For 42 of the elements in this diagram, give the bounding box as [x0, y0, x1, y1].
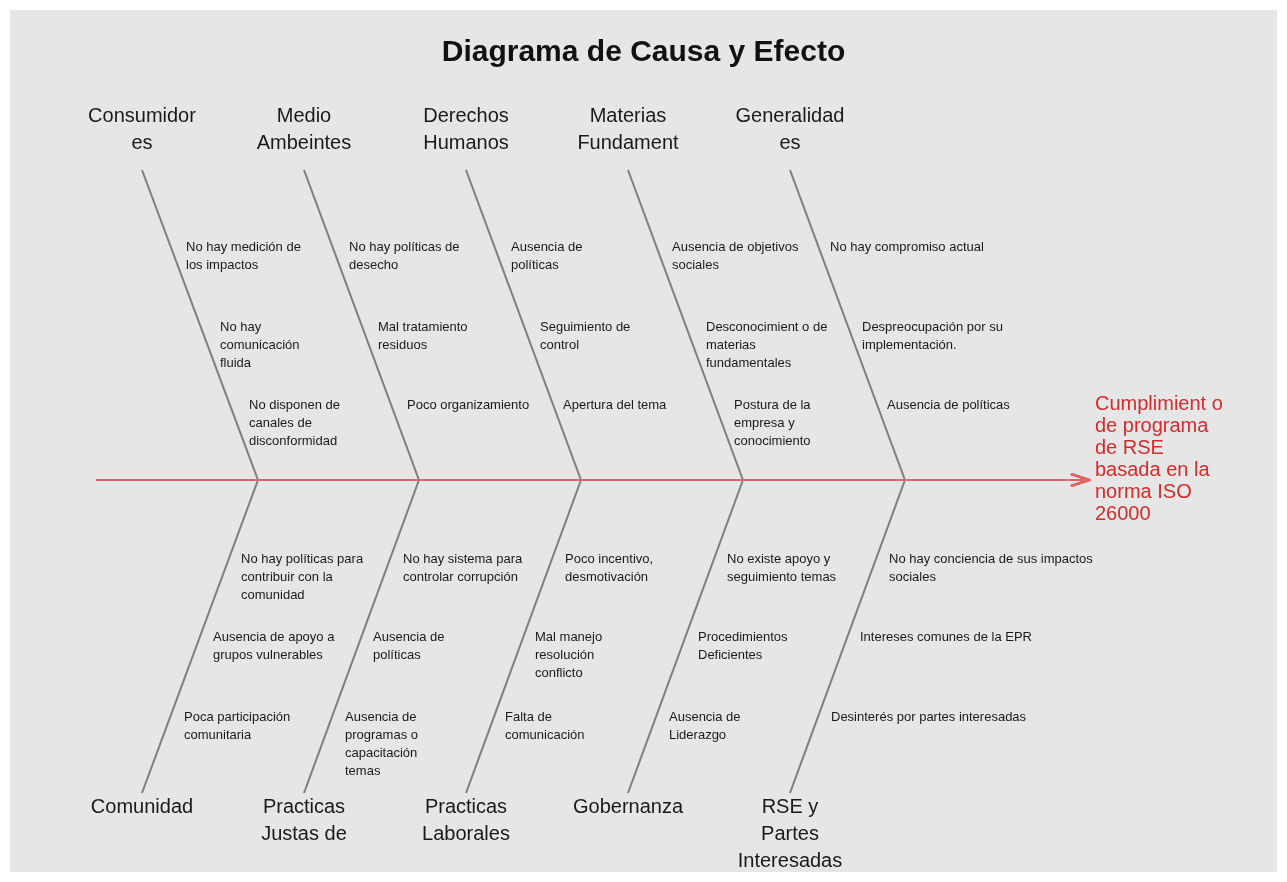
- cause-label: No hay sistema para controlar corrupción: [403, 550, 523, 586]
- category-label: Practicas Laborales: [421, 794, 511, 846]
- cause-label: Mal manejo resolución conflicto: [535, 628, 604, 682]
- cause-label: Desinterés por partes interesadas: [831, 708, 1027, 726]
- cause-label: Falta de comunicación: [505, 708, 586, 744]
- cause-label: No existe apoyo y seguimiento temas: [727, 550, 838, 586]
- cause-label: No hay medición de los impactos: [186, 238, 302, 274]
- cause-label: No hay conciencia de sus impactos sociales: [889, 550, 1094, 586]
- cause-label: No hay compromiso actual: [830, 238, 984, 256]
- cause-label: Poca participación comunitaria: [184, 708, 292, 744]
- cause-label: Poco incentivo, desmotivación: [565, 550, 655, 586]
- cause-label: Intereses comunes de la EPR: [860, 628, 1032, 646]
- cause-label: Apertura del tema: [563, 396, 667, 414]
- diagram-title: Diagrama de Causa y Efecto: [441, 34, 846, 67]
- category-label: Materias Fundament: [576, 103, 680, 155]
- cause-label: Poco organizamiento: [407, 396, 530, 414]
- cause-label: Seguimiento de control: [540, 318, 632, 354]
- cause-label: Ausencia de Liderazgo: [669, 708, 742, 744]
- cause-label: Ausencia de programas o capacitación temas: [345, 708, 419, 780]
- cause-label: No hay comunicación fluida: [220, 318, 301, 372]
- cause-label: Ausencia de políticas: [373, 628, 446, 664]
- cause-label: Despreocupación por su implementación.: [862, 318, 1004, 354]
- category-label: Derechos Humanos: [422, 103, 510, 155]
- category-label: Consumidor es: [87, 103, 197, 155]
- category-label: Gobernanza: [571, 794, 685, 819]
- cause-label: Postura de la empresa y conocimiento: [734, 396, 812, 450]
- cause-label: Ausencia de objetivos sociales: [672, 238, 800, 274]
- cause-label: No hay políticas para contribuir con la comunidad: [241, 550, 365, 604]
- cause-label: Mal tratamiento residuos: [378, 318, 469, 354]
- category-label: Generalidad es: [734, 103, 846, 155]
- cause-label: Procedimientos Deficientes: [698, 628, 789, 664]
- cause-label: No hay políticas de desecho: [349, 238, 461, 274]
- cause-label: Ausencia de políticas: [511, 238, 584, 274]
- category-label: Comunidad: [89, 794, 195, 819]
- cause-label: Desconocimient o de materias fundamentales: [706, 318, 829, 372]
- cause-label: Ausencia de políticas: [887, 396, 1010, 414]
- effect-label: Cumplimient o de programa de RSE basada en la norma ISO 26000: [1095, 392, 1223, 524]
- category-label: RSE y Partes Interesadas: [736, 794, 844, 873]
- cause-label: Ausencia de apoyo a grupos vulnerables: [213, 628, 336, 664]
- cause-label: No disponen de canales de disconformidad: [249, 396, 342, 450]
- category-label: Practicas Justas de: [260, 794, 348, 846]
- category-label: Medio Ambeintes: [255, 103, 353, 155]
